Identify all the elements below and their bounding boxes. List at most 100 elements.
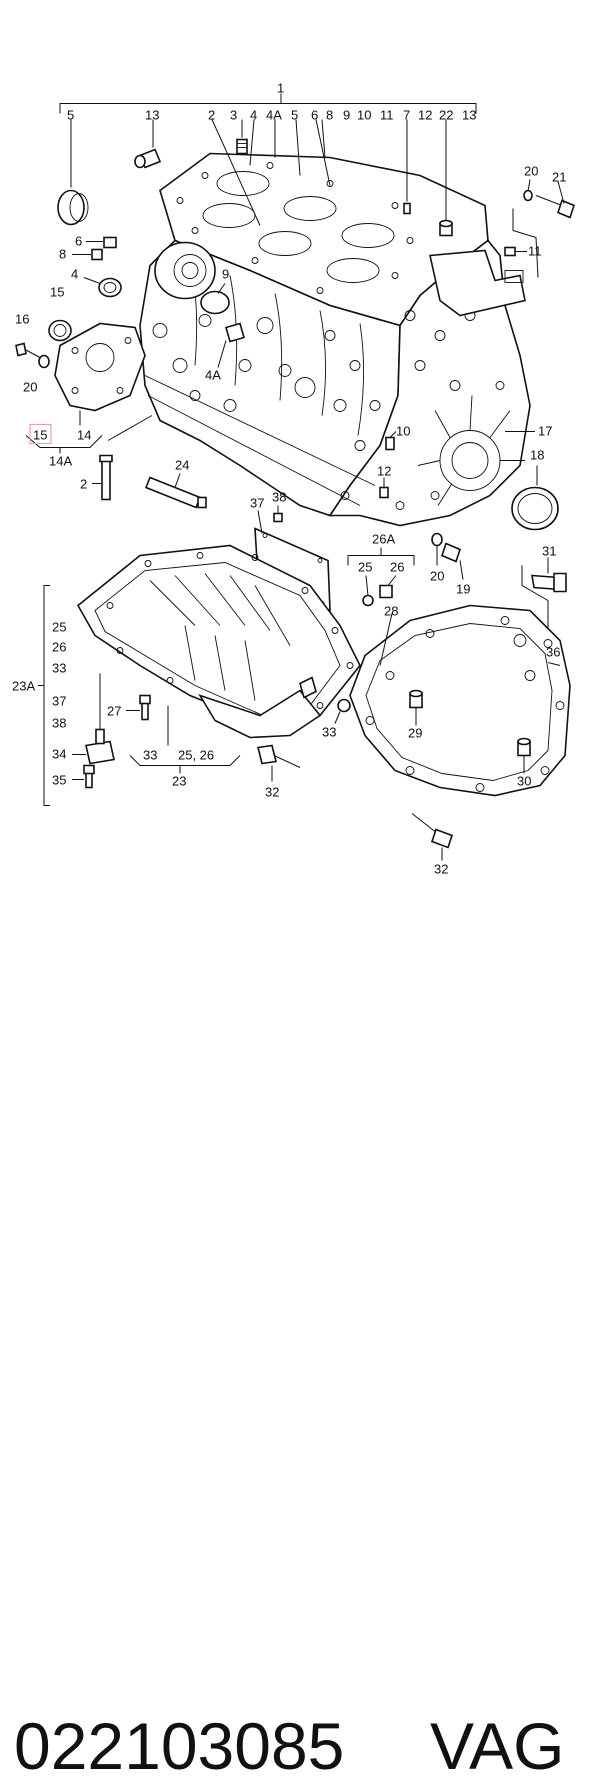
bracket-20-21 — [512, 208, 539, 278]
label-37a: 37 — [250, 496, 264, 511]
top-leader-lines — [70, 119, 331, 226]
label-10b: 10 — [396, 424, 410, 439]
label-21: 21 — [552, 170, 566, 185]
seal-15 — [48, 319, 72, 342]
long-bolt-2 — [92, 454, 113, 501]
label-35: 35 — [52, 773, 66, 788]
label-33a: 33 — [52, 661, 66, 676]
label-23A: 23A — [12, 679, 35, 694]
seal-33 — [334, 698, 351, 724]
washer-25 — [362, 575, 374, 607]
label-5: 5 — [67, 108, 74, 123]
plug-13 — [134, 119, 162, 169]
label-32b: 32 — [434, 862, 448, 877]
label-8a: 8 — [326, 108, 333, 123]
part-9 — [200, 283, 230, 315]
sleeve-22 — [439, 119, 453, 237]
label-20c: 20 — [430, 569, 444, 584]
bolt-19 — [441, 542, 464, 580]
part-12 — [379, 477, 389, 499]
label-1: 1 — [277, 81, 284, 96]
drain-plug-33 — [299, 676, 317, 699]
intermediate-plate — [349, 604, 571, 797]
dowel-29 — [409, 689, 423, 726]
seal-18 — [511, 465, 559, 531]
label-15a: 15 — [50, 285, 64, 300]
label-24: 24 — [175, 458, 189, 473]
highlight-box-15 — [29, 423, 52, 445]
leader-28 — [379, 613, 393, 666]
label-12b: 12 — [377, 464, 391, 479]
bolt-38 — [273, 505, 283, 523]
label-10a: 10 — [357, 108, 371, 123]
engine-block — [139, 152, 531, 527]
label-4a: 4 — [250, 108, 257, 123]
washer-20-mid — [431, 532, 443, 566]
label-38a: 38 — [272, 490, 286, 505]
label-6b: 6 — [75, 234, 82, 249]
cap-plug-5 — [57, 189, 89, 226]
group-1-bracket — [59, 93, 477, 114]
bolt-27 — [126, 694, 151, 721]
washer-20-left — [38, 354, 50, 369]
label-20b: 20 — [23, 380, 37, 395]
pin-11 — [504, 246, 527, 257]
brand-name: VAG — [430, 1709, 565, 1783]
label-11a: 11 — [380, 108, 394, 123]
label-34: 34 — [52, 747, 66, 762]
label-14A: 14A — [49, 454, 72, 469]
label-17: 17 — [538, 424, 552, 439]
label-28: 28 — [384, 604, 398, 619]
oil-pan — [76, 544, 361, 739]
label-3a: 3 — [230, 108, 237, 123]
bolt-35 — [72, 764, 95, 789]
label-27: 27 — [107, 704, 121, 719]
label-37b: 37 — [52, 694, 66, 709]
label-14: 14 — [77, 428, 91, 443]
label-38b: 38 — [52, 716, 66, 731]
part-8 — [72, 248, 103, 261]
label-9b: 9 — [222, 267, 229, 282]
label-33b: 33 — [143, 748, 157, 763]
bracket-23 — [129, 705, 241, 774]
label-25-26: 25, 26 — [178, 748, 214, 763]
bolt-21 — [535, 181, 575, 219]
bolt-32-right — [411, 813, 454, 861]
label-29: 29 — [408, 726, 422, 741]
part-4A — [217, 322, 245, 368]
sensor-34 — [72, 673, 115, 765]
label-4b: 4 — [71, 267, 78, 282]
label-23: 23 — [172, 774, 186, 789]
label-8b: 8 — [59, 247, 66, 262]
label-9: 9 — [343, 108, 350, 123]
bolt-16 — [15, 342, 41, 358]
label-26b: 26 — [52, 640, 66, 655]
bracket-23A — [38, 585, 50, 806]
bushing-4 — [83, 277, 122, 298]
caption: 022103085 VAG — [0, 850, 600, 1783]
bracket-26A — [347, 547, 415, 566]
washer-20-top — [523, 179, 533, 202]
label-22: 22 — [439, 108, 453, 123]
label-20a: 20 — [524, 164, 538, 179]
label-36: 36 — [546, 645, 560, 660]
label-13b: 13 — [462, 108, 476, 123]
bolt-31 — [531, 557, 567, 593]
label-32a: 32 — [265, 785, 279, 800]
leader-36 — [547, 662, 561, 666]
label-4A-top: 4A — [266, 108, 282, 123]
label-26a: 26 — [390, 560, 404, 575]
label-2b: 2 — [80, 477, 87, 492]
label-12a: 12 — [418, 108, 432, 123]
pin-7 — [403, 119, 411, 215]
plug-26 — [379, 575, 397, 599]
label-31: 31 — [542, 544, 556, 559]
label-11b: 11 — [528, 244, 542, 259]
label-16: 16 — [15, 312, 29, 327]
label-4A-mid: 4A — [205, 368, 221, 383]
label-15b: 15 — [33, 428, 47, 443]
flange-14 — [54, 322, 146, 426]
label-2a: 2 — [208, 108, 215, 123]
label-19: 19 — [456, 582, 470, 597]
label-13a: 13 — [145, 108, 159, 123]
